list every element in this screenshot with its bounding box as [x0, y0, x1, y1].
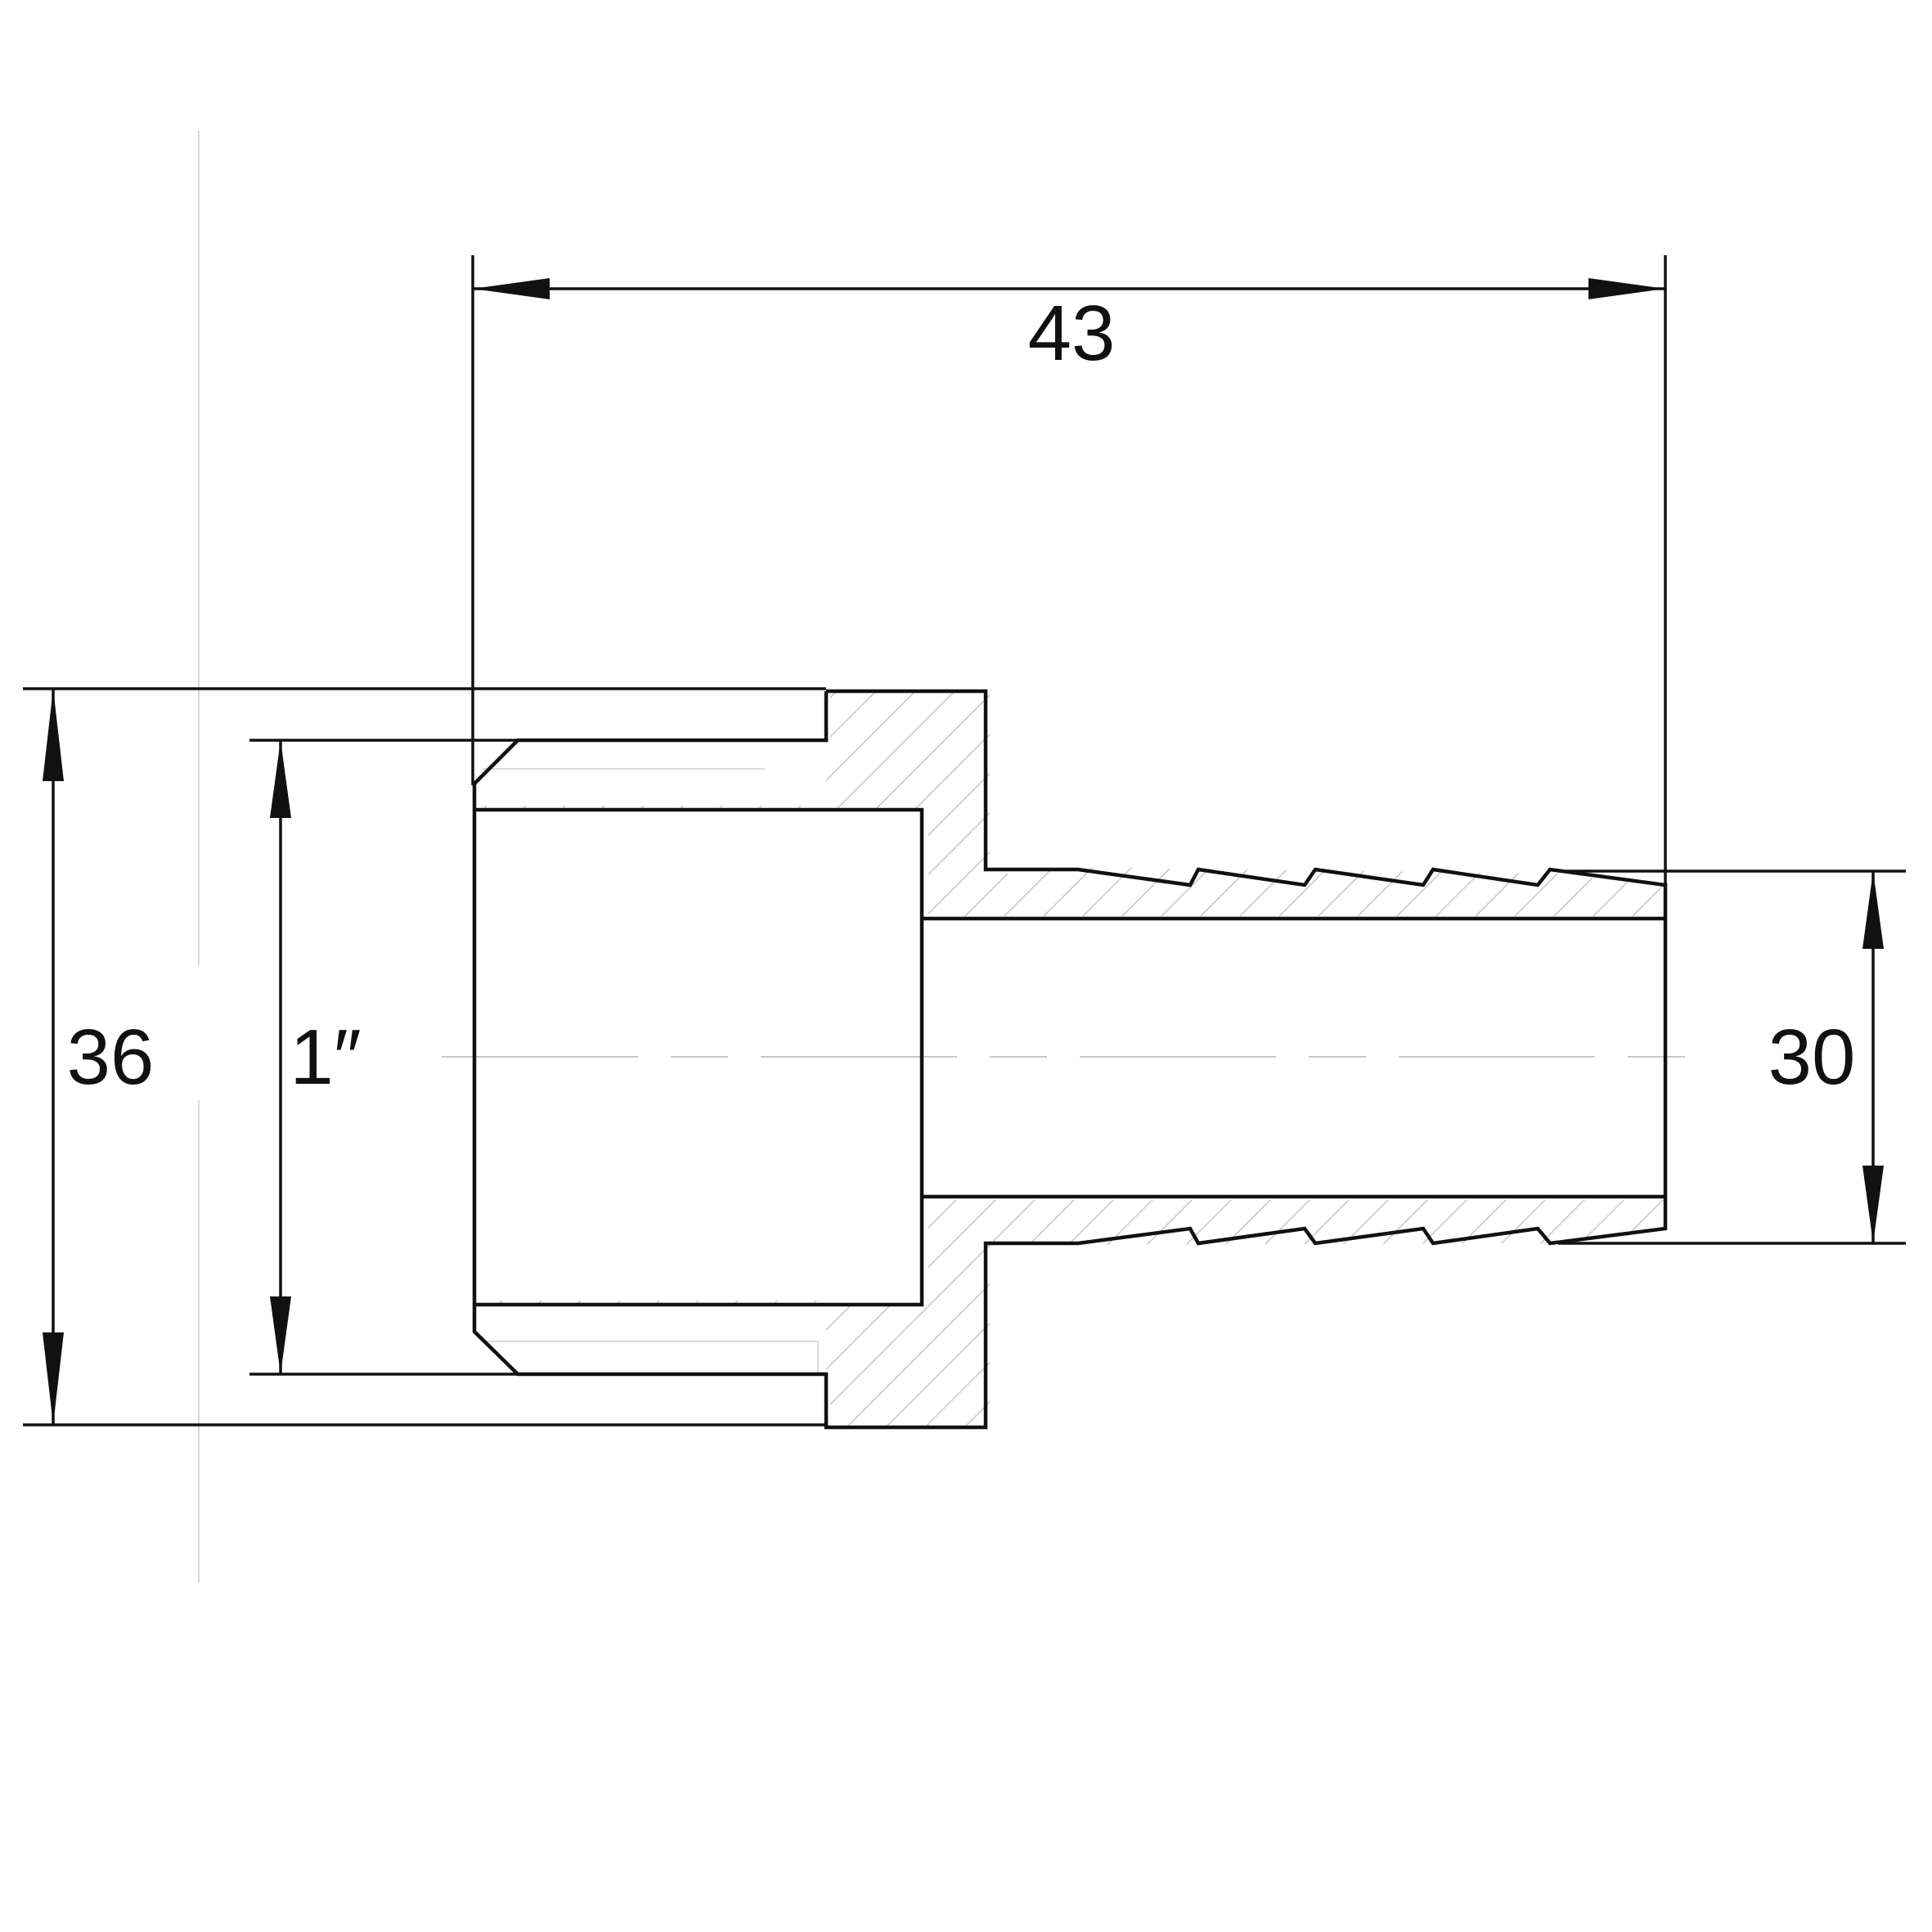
hatch-line — [562, 691, 1545, 1427]
hatch-line — [758, 691, 1669, 1427]
arrowhead — [270, 1296, 291, 1374]
thread-bore — [474, 807, 924, 1307]
arrowhead — [473, 278, 550, 299]
upper-profile — [824, 689, 1668, 1430]
dimension-outer-diameter: 36 — [23, 687, 826, 1427]
hatch-line — [474, 691, 1035, 1427]
dimension-label-overall-length: 43 — [1028, 290, 1116, 377]
hatch-line — [474, 691, 1231, 1427]
arrowhead — [1862, 1166, 1884, 1243]
upper-profile — [472, 691, 829, 1384]
arrowhead — [43, 1332, 64, 1425]
hatch-line — [523, 691, 1506, 1427]
hatch-line — [601, 691, 1584, 1427]
dimension-thread-size: 1″ — [249, 739, 518, 1376]
hatch-line — [798, 691, 1669, 1427]
fitting-body — [472, 689, 1668, 1430]
hatch-line — [474, 691, 1388, 1427]
hatch-line — [1426, 691, 1669, 1427]
hatch-line — [474, 691, 1270, 1427]
hatch-line — [474, 691, 1074, 1427]
hatch-line — [719, 691, 1669, 1427]
arrowhead — [43, 689, 64, 781]
dimension-label-outer-diameter: 36 — [67, 1013, 155, 1101]
hatch-line — [1465, 691, 1669, 1427]
hatch-line — [640, 691, 1624, 1427]
hatch-line — [915, 691, 1669, 1427]
hatch-line — [474, 691, 1427, 1427]
hatch-line — [474, 691, 995, 1427]
hatch-line — [474, 691, 1349, 1427]
dimension-hose-barb-diameter: 30 — [1558, 869, 1906, 1245]
arrowhead — [270, 740, 291, 818]
hatch-line — [0, 573, 327, 1554]
hatch-line — [474, 691, 1113, 1427]
hatch-line — [483, 691, 1467, 1427]
dimension-label-thread-size: 1″ — [290, 1013, 361, 1101]
arrowhead — [1862, 871, 1884, 949]
hatch-line — [876, 691, 1669, 1427]
dimension-overall-length: 43 — [471, 255, 1667, 883]
arrowhead — [1588, 278, 1665, 299]
dimension-label-hose-barb-diameter: 30 — [1768, 1013, 1856, 1101]
